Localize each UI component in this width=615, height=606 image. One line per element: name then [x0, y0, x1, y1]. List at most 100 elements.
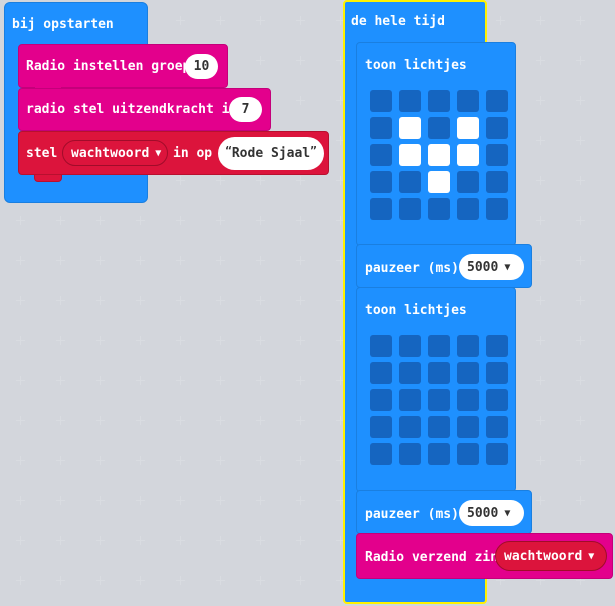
led-2-r2-c1[interactable] [399, 389, 421, 411]
led-1-r2-c3[interactable] [457, 144, 479, 166]
radio-group-value[interactable]: 10 [185, 54, 218, 79]
caret-down-icon: ▼ [588, 550, 595, 562]
led-1-r2-c4[interactable] [486, 144, 508, 166]
led-1-r0-c3[interactable] [457, 90, 479, 112]
grid-plus-icon [336, 256, 345, 265]
radio-send-label: Radio verzend zin [365, 550, 499, 565]
led-2-r1-c2[interactable] [428, 362, 450, 384]
led-2-r3-c3[interactable] [457, 416, 479, 438]
grid-plus-icon [136, 416, 145, 425]
pause-block-1[interactable]: pauzeer (ms) 5000 ▼ [356, 244, 532, 288]
send-variable-label: wachtwoord [504, 548, 583, 564]
led-1-r1-c1[interactable] [399, 117, 421, 139]
grid-plus-icon [256, 296, 265, 305]
led-1-r4-c1[interactable] [399, 198, 421, 220]
led-2-r2-c0[interactable] [370, 389, 392, 411]
led-1-r2-c1[interactable] [399, 144, 421, 166]
led-1-r1-c0[interactable] [370, 117, 392, 139]
grid-plus-icon [536, 96, 545, 105]
led-1-r0-c1[interactable] [399, 90, 421, 112]
led-1-r3-c1[interactable] [399, 171, 421, 193]
led-2-r0-c3[interactable] [457, 335, 479, 357]
led-2-r3-c0[interactable] [370, 416, 392, 438]
led-2-r1-c3[interactable] [457, 362, 479, 384]
led-2-r2-c2[interactable] [428, 389, 450, 411]
grid-plus-icon [336, 176, 345, 185]
led-1-r4-c2[interactable] [428, 198, 450, 220]
led-grid-1[interactable] [370, 90, 510, 230]
grid-plus-icon [96, 296, 105, 305]
string-value-field[interactable]: “ Rode Sjaal ” [218, 137, 324, 170]
led-1-r1-c4[interactable] [486, 117, 508, 139]
led-2-r4-c2[interactable] [428, 443, 450, 465]
grid-plus-icon [576, 496, 585, 505]
grid-plus-icon [576, 16, 585, 25]
grid-plus-icon [16, 496, 25, 505]
grid-plus-icon [576, 456, 585, 465]
quote-close: ” [310, 144, 317, 157]
radio-set-group-block[interactable]: Radio instellen groep 10 [18, 44, 228, 94]
led-1-r0-c4[interactable] [486, 90, 508, 112]
send-variable-dropdown[interactable]: wachtwoord ▼ [495, 541, 607, 571]
led-1-r2-c2[interactable] [428, 144, 450, 166]
led-2-r3-c1[interactable] [399, 416, 421, 438]
led-1-r4-c4[interactable] [486, 198, 508, 220]
grid-plus-icon [56, 576, 65, 585]
led-1-r1-c3[interactable] [457, 117, 479, 139]
grid-plus-icon [16, 376, 25, 385]
led-2-r2-c4[interactable] [486, 389, 508, 411]
led-2-r4-c1[interactable] [399, 443, 421, 465]
led-2-r1-c1[interactable] [399, 362, 421, 384]
led-1-r0-c2[interactable] [428, 90, 450, 112]
led-2-r0-c0[interactable] [370, 335, 392, 357]
led-1-r4-c3[interactable] [457, 198, 479, 220]
grid-plus-icon [256, 576, 265, 585]
grid-plus-icon [576, 376, 585, 385]
radio-set-power-block[interactable]: radio stel uitzendkracht in 7 [18, 88, 271, 138]
grid-plus-icon [216, 416, 225, 425]
led-1-r3-c3[interactable] [457, 171, 479, 193]
led-1-r1-c2[interactable] [428, 117, 450, 139]
variable-dropdown[interactable]: wachtwoord ▼ [62, 140, 168, 166]
led-1-r3-c2[interactable] [428, 171, 450, 193]
led-1-r3-c4[interactable] [486, 171, 508, 193]
grid-plus-icon [216, 496, 225, 505]
grid-plus-icon [96, 216, 105, 225]
radio-power-value[interactable]: 7 [229, 97, 262, 122]
led-2-r1-c0[interactable] [370, 362, 392, 384]
pause-block-2[interactable]: pauzeer (ms) 5000 ▼ [356, 490, 532, 534]
led-2-r3-c2[interactable] [428, 416, 450, 438]
led-2-r0-c2[interactable] [428, 335, 450, 357]
led-2-r2-c3[interactable] [457, 389, 479, 411]
led-2-r4-c0[interactable] [370, 443, 392, 465]
led-2-r0-c4[interactable] [486, 335, 508, 357]
radio-send-string-block[interactable]: Radio verzend zin wachtwoord ▼ [356, 533, 613, 579]
led-1-r3-c0[interactable] [370, 171, 392, 193]
pause-dropdown-2[interactable]: 5000 ▼ [459, 500, 524, 526]
grid-plus-icon [176, 376, 185, 385]
show-leds-label-2: toon lichtjes [365, 303, 467, 318]
led-1-r2-c0[interactable] [370, 144, 392, 166]
pause-dropdown-1[interactable]: 5000 ▼ [459, 254, 524, 280]
grid-plus-icon [296, 96, 305, 105]
show-leds-block-2[interactable]: toon lichtjes [356, 287, 516, 492]
led-2-r1-c4[interactable] [486, 362, 508, 384]
quote-open: “ [225, 144, 232, 157]
led-2-r4-c3[interactable] [457, 443, 479, 465]
grid-plus-icon [136, 256, 145, 265]
set-variable-block[interactable]: stel wachtwoord ▼ in op “ Rode Sjaal ” [18, 131, 329, 182]
led-1-r4-c0[interactable] [370, 198, 392, 220]
forever-title: de hele tijd [351, 14, 445, 29]
caret-down-icon: ▼ [504, 261, 511, 273]
show-leds-block-1[interactable]: toon lichtjes [356, 42, 516, 246]
led-1-r0-c0[interactable] [370, 90, 392, 112]
grid-plus-icon [296, 536, 305, 545]
led-2-r0-c1[interactable] [399, 335, 421, 357]
led-2-r3-c4[interactable] [486, 416, 508, 438]
led-2-r4-c4[interactable] [486, 443, 508, 465]
grid-plus-icon [216, 576, 225, 585]
led-grid-2[interactable] [370, 335, 510, 475]
grid-plus-icon [176, 456, 185, 465]
grid-plus-icon [496, 576, 505, 585]
grid-plus-icon [296, 256, 305, 265]
